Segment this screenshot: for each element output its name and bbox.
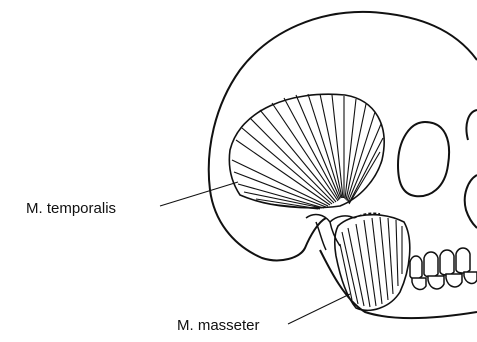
masseter-leader-line (288, 294, 350, 324)
skull-outline (209, 12, 477, 261)
temporalis-label: M. temporalis (26, 201, 116, 216)
teeth (410, 248, 477, 289)
nasal-contour (465, 175, 477, 228)
temporalis-muscle (229, 94, 384, 209)
zygomatic-arch (306, 213, 380, 250)
orbit-outline-right (466, 110, 477, 140)
temporalis-leader-line (160, 182, 238, 206)
orbit-outline (398, 122, 449, 196)
masseter-label: M. masseter (177, 318, 260, 333)
